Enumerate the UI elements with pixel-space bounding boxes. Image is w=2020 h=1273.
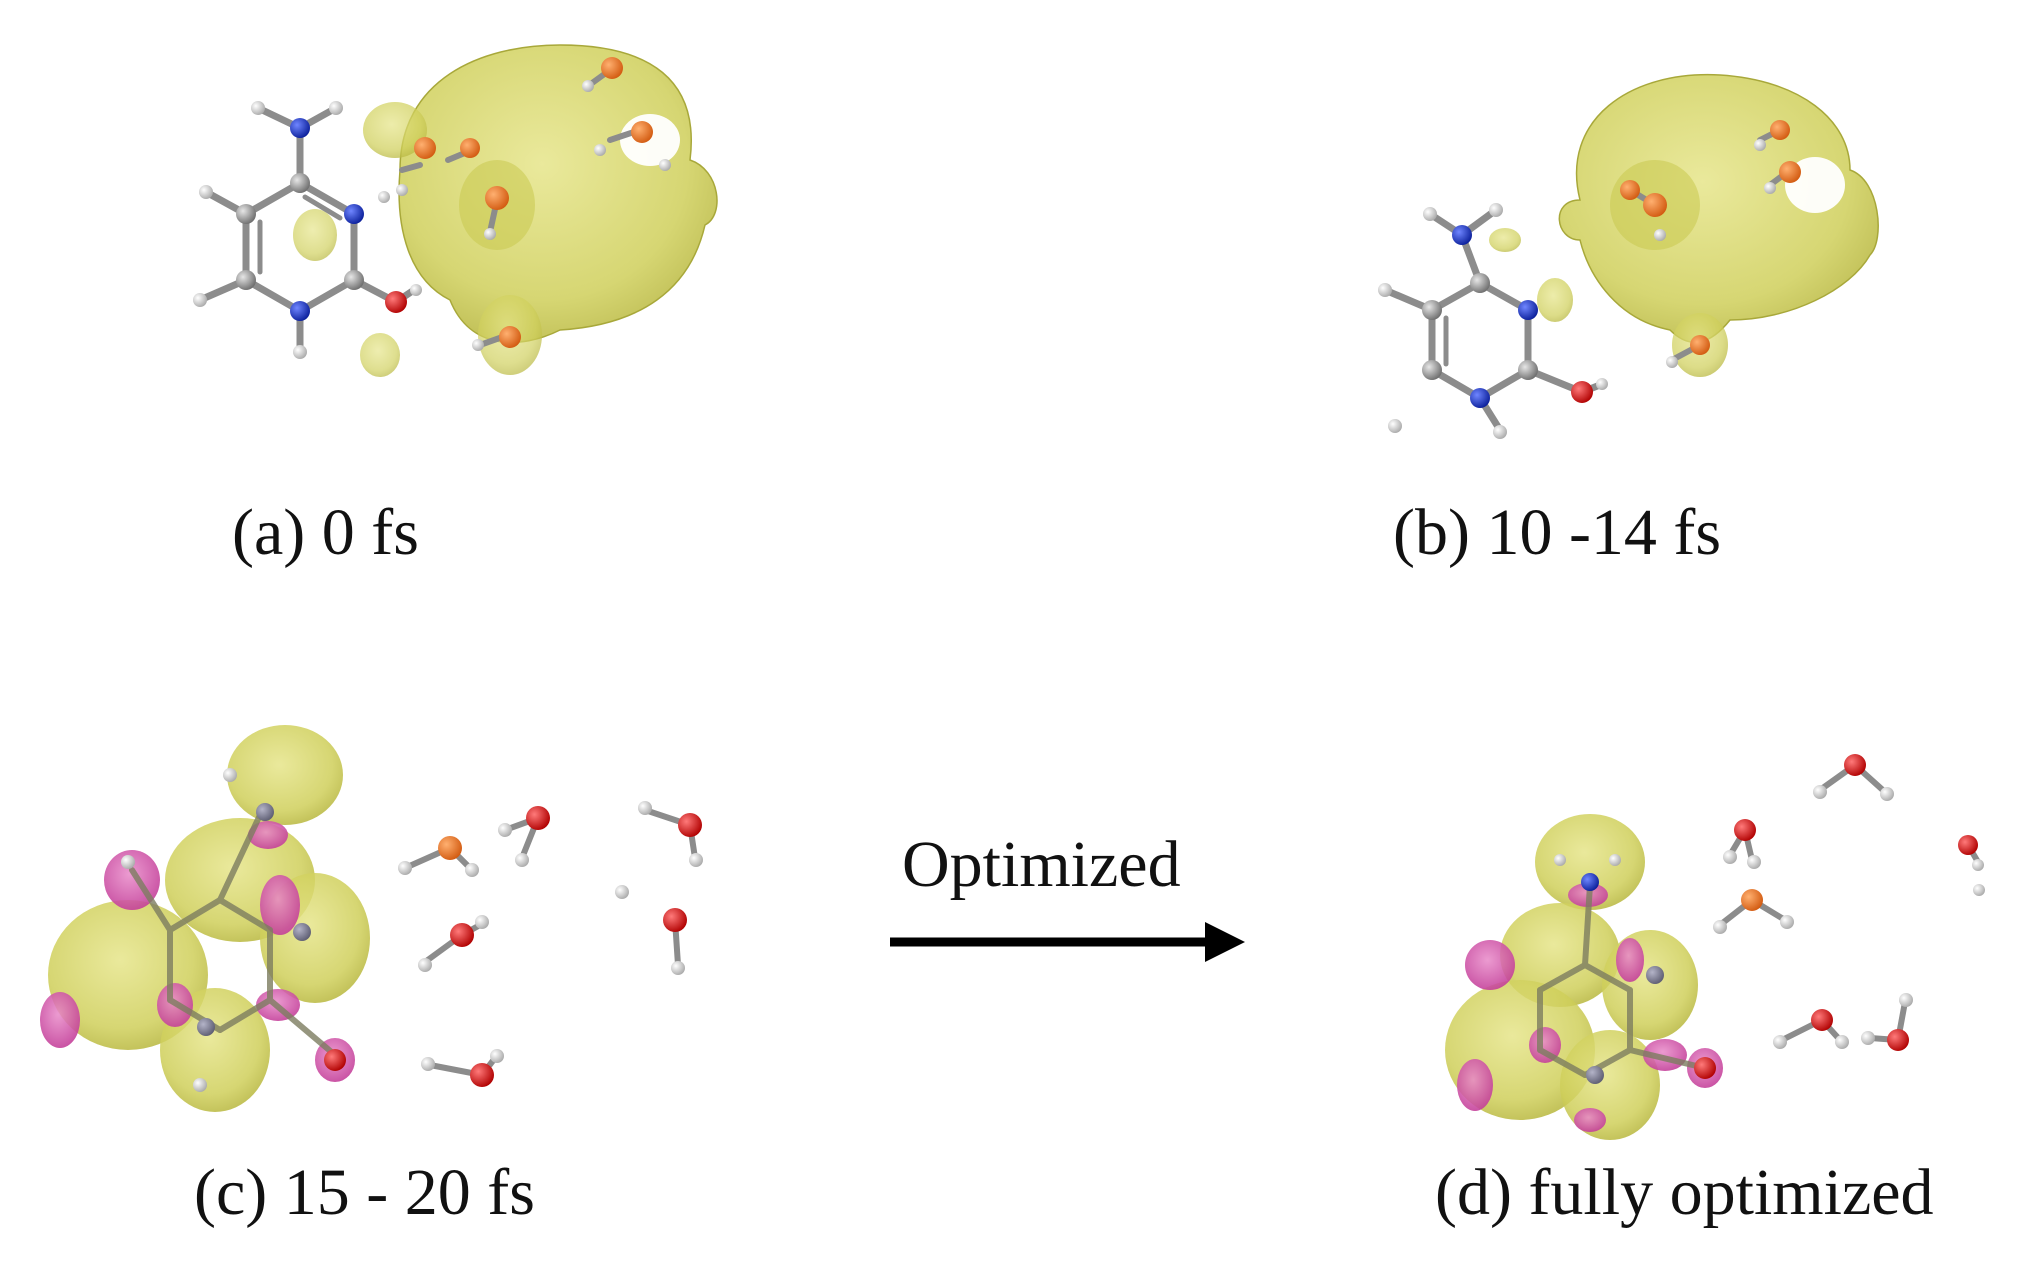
panel-a-caption: (a) 0 fs — [232, 496, 419, 569]
optimized-arrow — [890, 922, 1245, 962]
panel-b-isosurface — [1558, 73, 1879, 344]
panel-c-caption: (c) 15 - 20 fs — [194, 1156, 535, 1229]
panel-a-isosurface — [398, 44, 718, 344]
panel-c-structure — [40, 725, 703, 1112]
panel-a-structure — [193, 44, 718, 377]
panel-d-structure — [1445, 754, 1985, 1140]
arrow-label: Optimized — [902, 828, 1181, 901]
panel-b-structure — [1378, 73, 1879, 439]
panel-d-caption: (d) fully optimized — [1435, 1156, 1934, 1229]
panel-b-caption: (b) 10 -14 fs — [1393, 496, 1722, 569]
